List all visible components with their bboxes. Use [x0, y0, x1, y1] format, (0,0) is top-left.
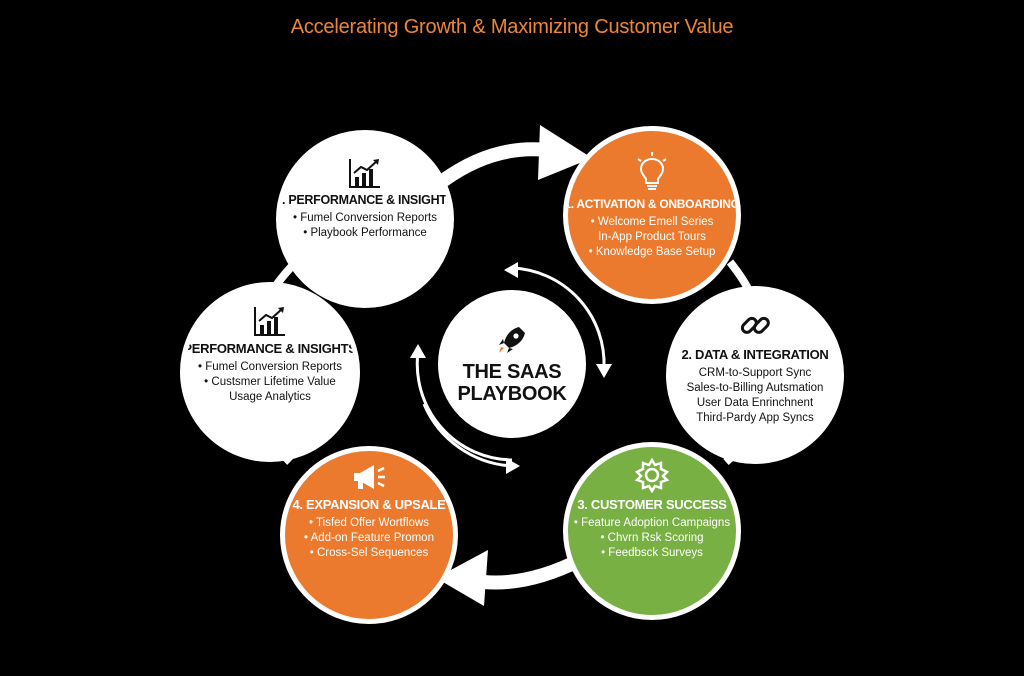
node-performance-insights-top: 5. PERFORMANCE & INSIGHTS • Fumel Conver… [276, 130, 454, 308]
node-items: • Fumel Conversion Reports • Custsmer Li… [198, 360, 342, 405]
inner-arc-top-right [511, 266, 606, 369]
node-performance-insights-left: PERFORMANCE & INSIGHTS • Fumel Conversio… [180, 282, 360, 462]
node-items: • Fumel Conversion Reports • Playbook Pe… [293, 211, 437, 241]
list-item: CRM-to-Support Sync [698, 367, 812, 379]
list-item: Usage Analytics [229, 391, 311, 403]
node-items: CRM-to-Support Sync Sales-to-Billing Aut… [687, 366, 824, 426]
node-customer-success: 3. CUSTOMER SUCCESS • Feature Adoption C… [563, 442, 741, 620]
link-icon [740, 316, 770, 334]
node-title: 3. CUSTOMER SUCCESS [577, 497, 727, 512]
list-item: • Playbook Performance [303, 227, 427, 239]
megaphone-icon [354, 465, 385, 489]
node-title: 2. DATA & INTEGRATION [681, 347, 829, 362]
list-item: User Data Enrinchnent [696, 397, 814, 409]
list-item: • Cross-Sel Sequences [309, 547, 429, 559]
page-subtitle: Accelerating Growth & Maximizing Custome… [290, 16, 734, 38]
bottom-arrowhead [436, 550, 488, 606]
center-title-line1: THE SAAS [462, 361, 562, 383]
list-item: • Custsmer Lifetime Value [204, 376, 336, 388]
inner-arrowhead-left [410, 344, 426, 358]
list-item: • Welcome Emell Series [590, 216, 714, 228]
chart-icon [349, 159, 380, 188]
rocket-icon [499, 327, 525, 353]
node-items: • Feature Adoption Campaigns • Chvrn Rsk… [574, 516, 730, 561]
top-arrowhead [538, 125, 592, 180]
center-title-line2: PLAYBOOK [457, 383, 567, 405]
list-item: • Fumel Conversion Reports [293, 212, 437, 224]
list-item: Third-Pardy App Syncs [696, 412, 814, 424]
gear-icon [634, 457, 670, 493]
node-title: 4. EXPANSION & UPSALE [292, 497, 446, 512]
list-item: • Feedbsck Surveys [601, 547, 703, 559]
chart-icon [254, 307, 285, 336]
node-items: • Tisfed Offer Wortflows • Add-on Featur… [304, 516, 434, 561]
inner-arc-outer [422, 403, 513, 468]
node-data-integration: 2. DATA & INTEGRATION CRM-to-Support Syn… [666, 286, 844, 464]
list-item: • Tisfed Offer Wortflows [309, 517, 429, 529]
inner-arrowhead-top [504, 262, 518, 278]
list-item: • Feature Adoption Campaigns [573, 517, 731, 529]
list-item: • Chvrn Rsk Scoring [600, 532, 704, 544]
node-title: PERFORMANCE & INSIGHTS [183, 341, 357, 356]
node-activation-onboarding: 1. ACTIVATION & ONBOARDING • Welcome Eme… [563, 126, 741, 304]
node-title: 1. ACTIVATION & ONBOARDING [564, 197, 740, 211]
node-expansion-upsale: 4. EXPANSION & UPSALE • Tisfed Offer Wor… [280, 446, 458, 624]
inner-arrowhead-bottom [506, 458, 520, 474]
inner-arc-bottom-left [415, 351, 513, 462]
node-items: • Welcome Emell Series In-App Product To… [589, 215, 716, 260]
inner-arrowhead-right [596, 364, 612, 378]
list-item: • Fumel Conversion Reports [198, 361, 342, 373]
node-title: 5. PERFORMANCE & INSIGHTS [276, 193, 454, 207]
list-item: Sales-to-Billing Autsmation [686, 382, 824, 394]
list-item: • Knowledge Base Setup [588, 246, 716, 258]
center-hub: THE SAAS PLAYBOOK [438, 290, 586, 438]
list-item: In-App Product Tours [598, 231, 706, 243]
lightbulb-icon [637, 152, 667, 190]
list-item: • Add-on Feature Promon [304, 532, 434, 544]
